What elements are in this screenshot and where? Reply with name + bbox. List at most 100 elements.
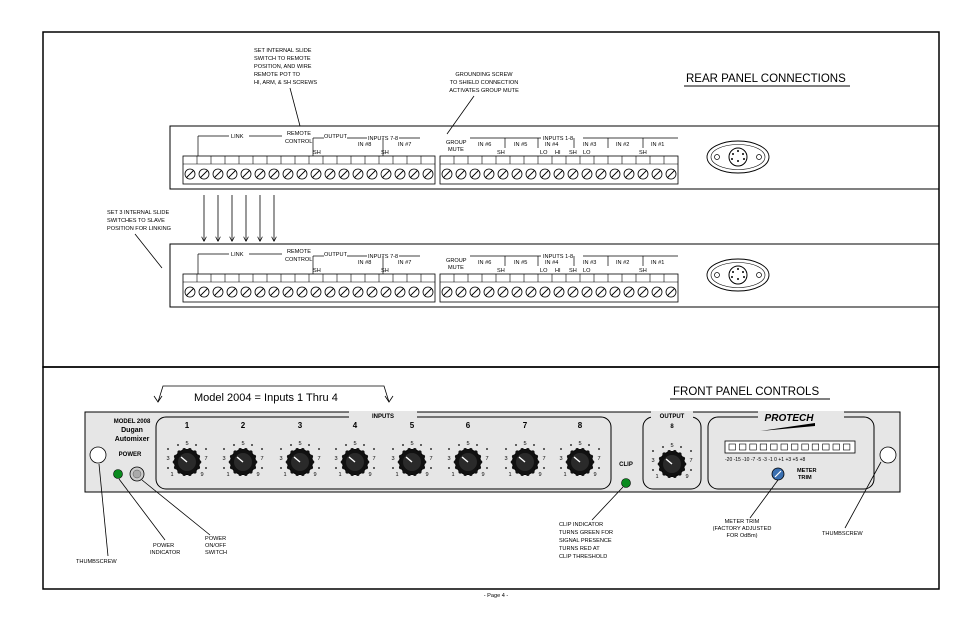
svg-text:SH: SH (381, 150, 389, 156)
knob-scale-label: 1 (563, 472, 566, 478)
meter-trim-label-2: TRIM (798, 475, 812, 481)
svg-text:LO: LO (540, 150, 548, 156)
svg-text:MUTE: MUTE (448, 265, 464, 271)
svg-text:IN #4: IN #4 (545, 260, 558, 266)
knob-scale-label: 1 (170, 472, 173, 478)
terminal-screw (322, 156, 336, 180)
link-arrows (204, 195, 274, 241)
din-connector (706, 140, 770, 174)
svg-text:HI: HI (555, 268, 561, 274)
svg-text:REMOTE: REMOTE (287, 131, 311, 137)
terminal-screw (406, 156, 420, 180)
svg-text:SH: SH (381, 268, 389, 274)
svg-text:SET INTERNAL SLIDE: SET INTERNAL SLIDE (254, 48, 312, 54)
knob-scale-label: 3 (222, 456, 225, 462)
terminal-screw (184, 286, 196, 298)
callout-meter-trim: METER TRIM (FACTORY ADJUSTED FOR OdBm) (713, 519, 772, 539)
terminal-screw (495, 274, 509, 298)
terminal-screw (593, 156, 607, 180)
terminal-screw (294, 274, 308, 298)
terminal-screw (509, 156, 523, 180)
svg-text:TURNS GREEN FOR: TURNS GREEN FOR (559, 530, 613, 536)
terminal-screw (481, 156, 495, 180)
power-label: POWER (119, 452, 142, 458)
channel-number: 7 (523, 421, 528, 430)
svg-text:IN #6: IN #6 (478, 142, 491, 148)
terminal-screw (635, 156, 649, 180)
svg-text:IN #6: IN #6 (478, 260, 491, 266)
terminal-screw (663, 274, 677, 298)
terminal-screw (441, 168, 453, 180)
knob-scale-label: 1 (338, 472, 341, 478)
power-indicator-led (113, 469, 123, 479)
knob-scale-label: 5 (241, 441, 244, 447)
terminal-screw (294, 156, 308, 180)
svg-text:POSITION FOR LINKING: POSITION FOR LINKING (107, 226, 171, 232)
meter-segments (728, 443, 851, 451)
callout-thumbscrew-right: THUMBSCREW (822, 531, 863, 537)
svg-text:SWITCH: SWITCH (205, 550, 227, 556)
terminal-screw (621, 274, 635, 298)
terminal-screw (453, 274, 467, 298)
knob-scale-label: 1 (283, 472, 286, 478)
terminal-screw (378, 156, 392, 180)
terminal-screw (336, 156, 350, 180)
meter-segment (759, 443, 768, 451)
svg-text:IN #7: IN #7 (398, 260, 411, 266)
thumbscrew-right[interactable] (879, 446, 897, 464)
terminal-screw (252, 274, 266, 298)
terminal-screw (350, 156, 364, 180)
knob-scale-label: 3 (559, 456, 562, 462)
knob-scale-label: 9 (313, 472, 316, 478)
knob-scale-label: 1 (395, 472, 398, 478)
svg-text:LINK: LINK (231, 252, 244, 258)
terminal-screw (364, 274, 378, 298)
svg-text:LINK: LINK (231, 134, 244, 140)
terminal-screw (509, 274, 523, 298)
knob-scale-label: 1 (226, 472, 229, 478)
terminal-screw (280, 274, 294, 298)
knob-scale-label: 7 (689, 458, 692, 464)
terminal-screw (523, 274, 537, 298)
meter-segment (728, 443, 736, 451)
meter-segment (770, 443, 778, 451)
svg-text:CLIP INDICATOR: CLIP INDICATOR (559, 522, 603, 528)
svg-text:IN #3: IN #3 (583, 260, 596, 266)
model-2004-bracket (153, 385, 394, 403)
svg-text:MUTE: MUTE (448, 147, 464, 153)
svg-text:SH: SH (569, 268, 577, 274)
knob-scale-label: 3 (279, 456, 282, 462)
brand-swoosh (760, 423, 815, 431)
knob-scale-label: 3 (651, 458, 654, 464)
terminal-screw (280, 156, 294, 180)
knob-scale-label: 9 (256, 472, 259, 478)
knob-scale-label: 9 (481, 472, 484, 478)
svg-text:TO SHIELD CONNECTION: TO SHIELD CONNECTION (450, 80, 519, 86)
front-panel-title: FRONT PANEL CONTROLS (673, 386, 819, 398)
terminal-screw (523, 156, 537, 180)
svg-text:ON/OFF: ON/OFF (205, 543, 227, 549)
terminal-screw (621, 156, 635, 180)
svg-text:SWITCHES TO SLAVE: SWITCHES TO SLAVE (107, 218, 165, 224)
din-connector (706, 258, 770, 292)
svg-text:LO: LO (583, 150, 591, 156)
terminal-screw (649, 156, 663, 180)
note-link-leader (134, 233, 163, 269)
thumbscrew-left[interactable] (89, 446, 107, 464)
knob-scale-label: 1 (451, 472, 454, 478)
svg-text:SH: SH (497, 150, 505, 156)
terminal-screw (565, 156, 579, 180)
note-ground: GROUNDING SCREW TO SHIELD CONNECTION ACT… (449, 72, 519, 94)
svg-text:SH: SH (639, 150, 647, 156)
svg-text:IN #1: IN #1 (651, 142, 664, 148)
